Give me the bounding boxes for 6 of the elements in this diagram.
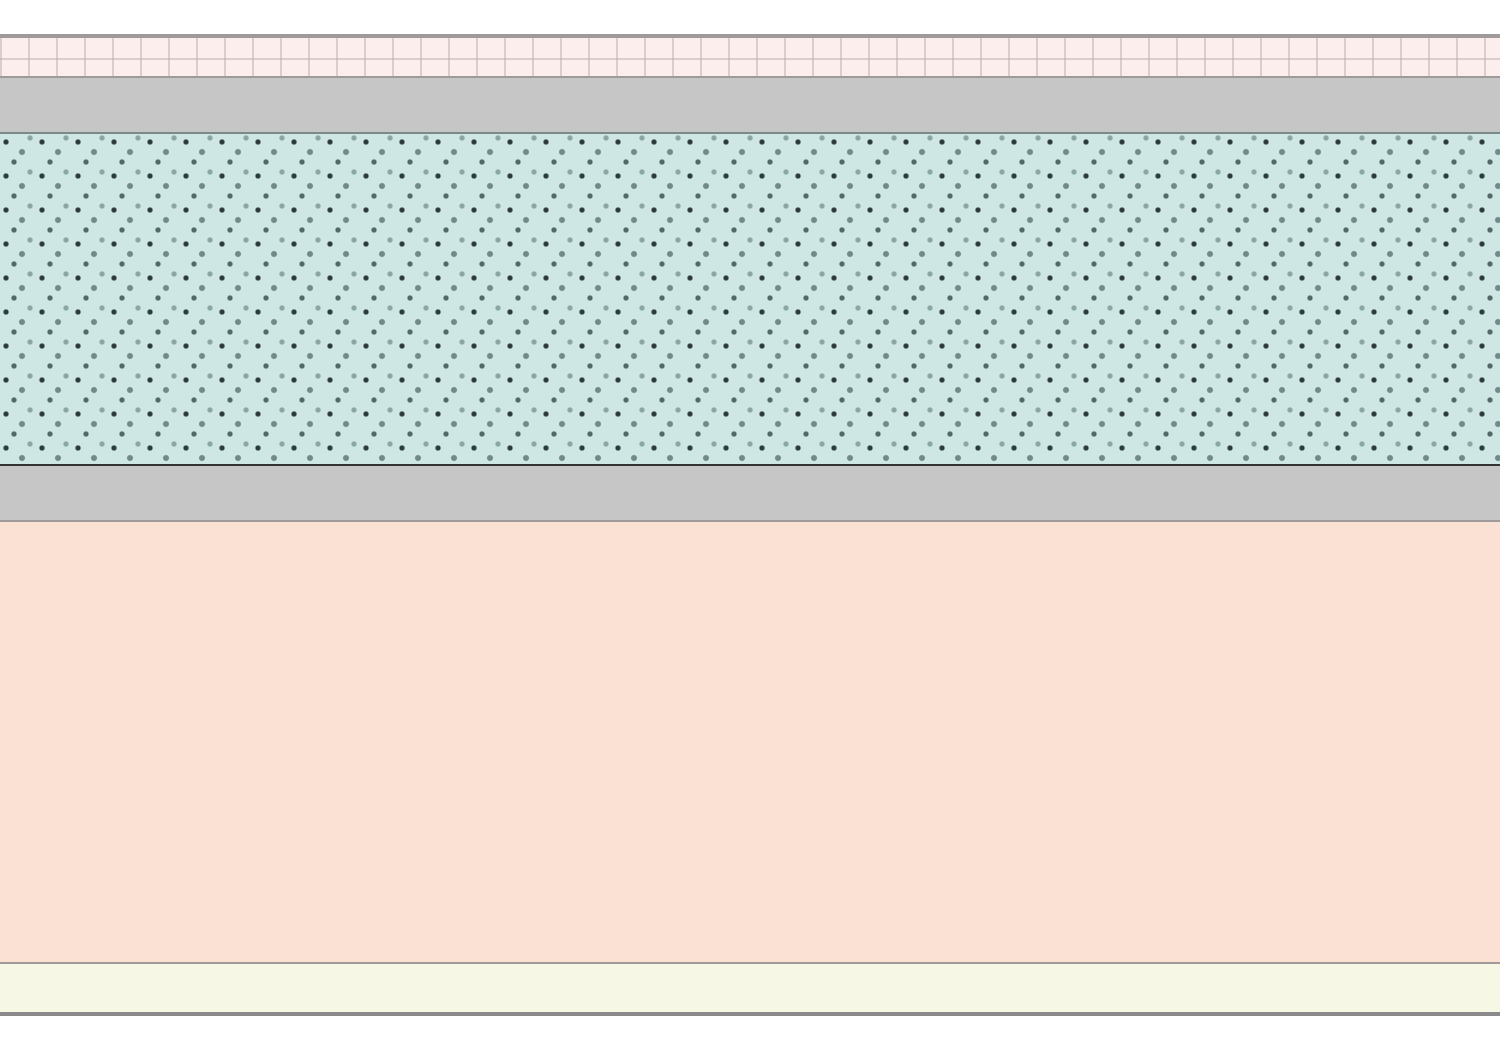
base-layer (0, 962, 1500, 1016)
fill-layer (0, 520, 1500, 962)
tiled-layer (0, 34, 1500, 76)
speckled-layer (0, 132, 1500, 464)
plain-layer (0, 76, 1500, 132)
plain-layer (0, 464, 1500, 520)
